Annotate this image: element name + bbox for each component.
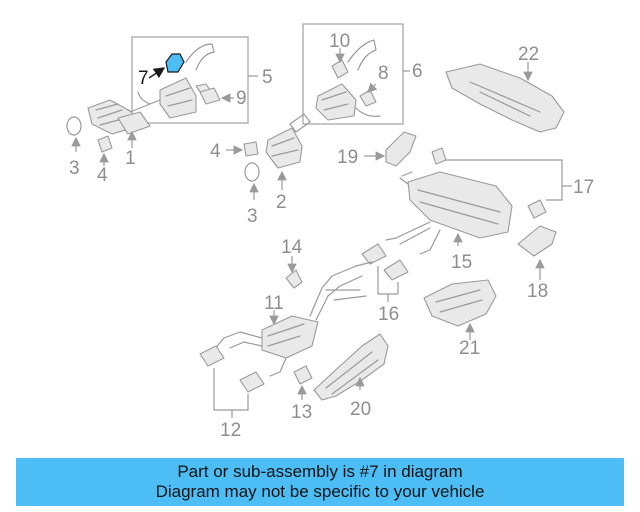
label-10: 10 [329, 31, 350, 52]
part-3-gasket-mid[interactable] [244, 162, 260, 182]
part-15-rear-muffler[interactable] [385, 171, 513, 255]
label-9: 9 [236, 88, 247, 109]
part-7-highlighted[interactable] [165, 53, 185, 73]
label-20: 20 [350, 399, 371, 420]
label-2: 2 [276, 192, 287, 213]
part-17-hanger-bottom[interactable] [527, 199, 547, 219]
label-15: 15 [451, 252, 472, 273]
banner-line-2: Diagram may not be specific to your vehi… [155, 482, 485, 501]
part-14-hanger[interactable] [285, 269, 303, 289]
banner-line-1: Part or sub-assembly is #7 in diagram [177, 462, 463, 481]
part-11-center-muffler[interactable] [213, 261, 373, 377]
label-13: 13 [291, 402, 312, 423]
label-12: 12 [220, 420, 241, 441]
label-7: 7 [138, 68, 149, 89]
part-19-pipe[interactable] [385, 131, 417, 167]
info-banner: Part or sub-assembly is #7 in diagram Di… [16, 458, 624, 506]
label-5: 5 [262, 67, 273, 88]
label-8: 8 [378, 63, 389, 84]
part-21-heat-shield[interactable] [423, 279, 497, 327]
part-17-bracket-line [446, 159, 563, 201]
label-3-mid: 3 [247, 206, 258, 227]
part-8-sensor[interactable] [359, 89, 377, 107]
part-12-bracket-line [213, 368, 249, 411]
label-21: 21 [459, 338, 480, 359]
part-1-front-converter[interactable] [87, 99, 161, 135]
part-13-hanger[interactable] [293, 365, 313, 385]
label-22: 22 [518, 44, 539, 65]
part-16-clamps[interactable] [361, 243, 409, 281]
label-18: 18 [527, 281, 548, 302]
label-16: 16 [378, 304, 399, 325]
part-12-clamps[interactable] [199, 345, 265, 393]
group-6-box [302, 23, 404, 125]
part-4-bracket-mid[interactable] [243, 141, 259, 157]
part-2-converter[interactable] [265, 113, 311, 169]
part-8-leader [367, 82, 378, 93]
label-17: 17 [573, 177, 594, 198]
label-4-left: 4 [97, 165, 108, 186]
label-14: 14 [281, 237, 303, 258]
part-17-hanger-top[interactable] [431, 147, 447, 165]
label-3-left: 3 [69, 158, 80, 179]
part-20-heat-shield[interactable] [313, 333, 389, 401]
part-22-heat-shield[interactable] [445, 63, 565, 133]
label-6: 6 [412, 61, 423, 82]
part-7-leader [148, 67, 166, 79]
label-4-mid: 4 [210, 141, 221, 162]
part-6-converter-assembly[interactable] [315, 39, 381, 121]
group-5-box [131, 36, 249, 124]
exhaust-parts-diagram: 1 3 4 5 7 9 6 10 8 2 [66, 23, 594, 441]
part-4-bracket-left[interactable] [97, 135, 113, 153]
part-10-sensor[interactable] [331, 59, 349, 79]
label-19: 19 [337, 147, 358, 168]
part-3-gasket-left[interactable] [66, 116, 82, 136]
label-1: 1 [125, 148, 136, 169]
label-11: 11 [264, 293, 284, 314]
part-9-sensor[interactable] [199, 87, 221, 105]
part-18-pipe[interactable] [517, 225, 557, 257]
